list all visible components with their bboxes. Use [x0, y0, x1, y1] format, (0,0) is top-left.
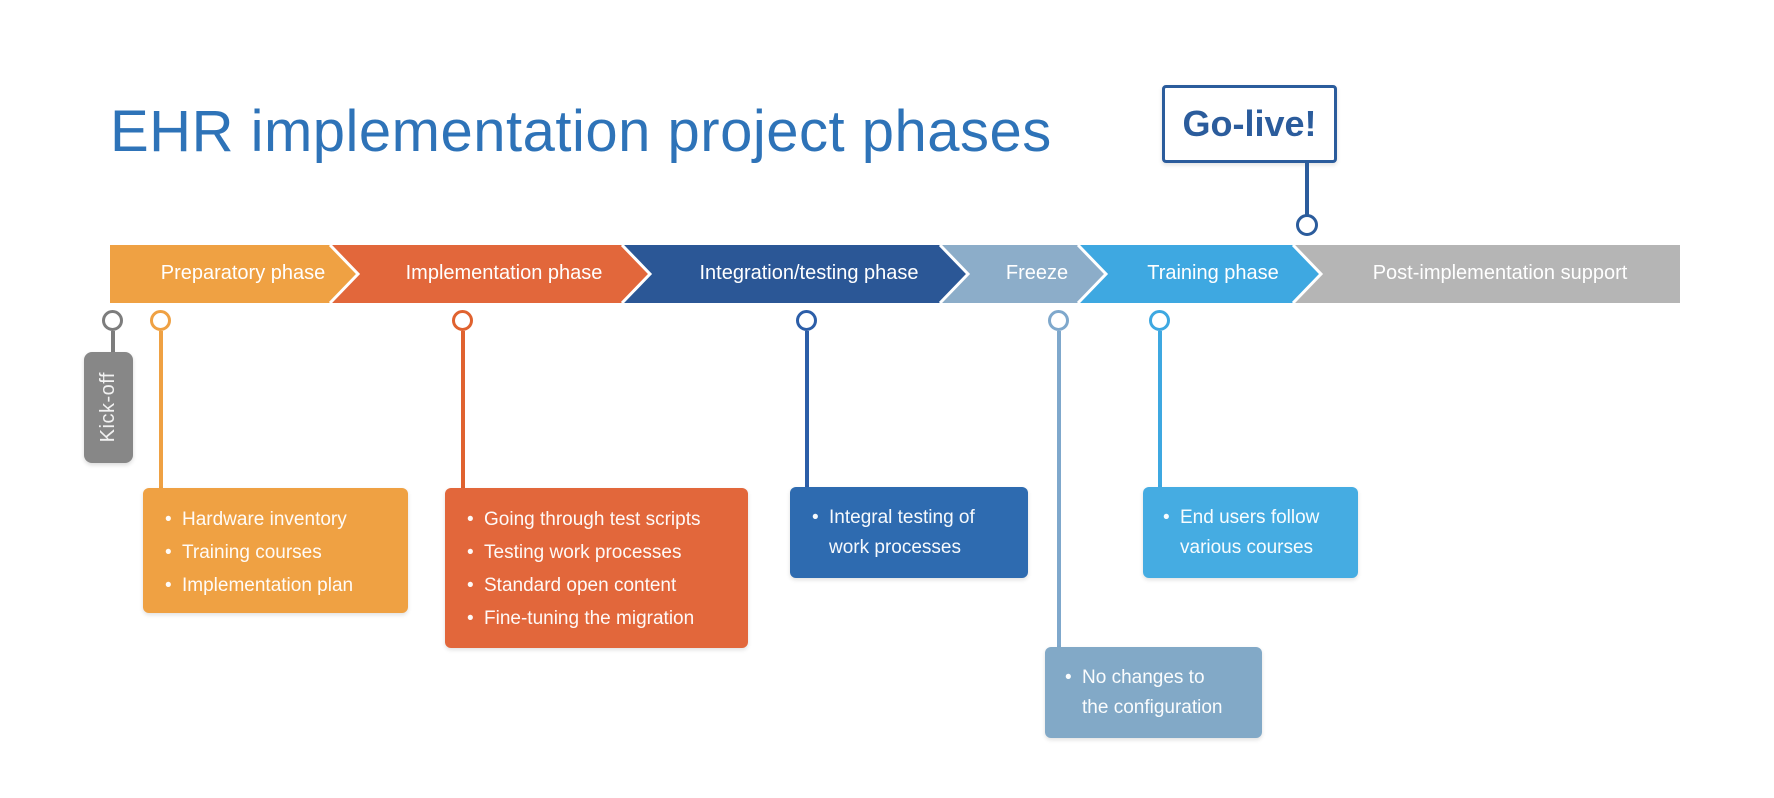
callout-list: Hardware inventory Training courses Impl…: [165, 503, 396, 602]
integration-connector-dot: [796, 310, 817, 331]
phase-shape-preparatory: [110, 245, 358, 303]
golive-label: Go-live!: [1182, 103, 1317, 144]
integration-connector-line: [805, 331, 809, 487]
phase-label-freeze: Freeze: [1005, 262, 1069, 284]
phase-shape-integration: [622, 245, 968, 303]
callout-item: End users follow various courses: [1163, 503, 1350, 563]
kickoff-connector-line: [111, 331, 115, 353]
training-connector-line: [1158, 331, 1162, 487]
phase-separator: [938, 245, 971, 303]
kickoff-connector-dot: [102, 310, 123, 331]
callout-item: Hardware inventory: [165, 503, 396, 536]
implementation-connector-dot: [452, 310, 473, 331]
callout-preparatory: Hardware inventory Training courses Impl…: [143, 488, 408, 613]
freeze-connector-line: [1057, 331, 1061, 647]
timeline-band: [110, 245, 1680, 303]
callout-integration: Integral testing of work processes: [790, 487, 1028, 578]
phase-label-post-implementation: Post-implementation support: [1372, 262, 1628, 284]
callout-list: Going through test scripts Testing work …: [467, 503, 738, 635]
phase-separator: [620, 245, 653, 303]
phase-shape-training: [1078, 245, 1321, 303]
implementation-connector-line: [461, 331, 465, 488]
golive-connector-dot: [1296, 214, 1318, 236]
phase-shape-freeze: [940, 245, 1106, 303]
freeze-connector-dot: [1048, 310, 1069, 331]
callout-list: No changes to the configuration: [1065, 663, 1254, 723]
phase-label-preparatory: Preparatory phase: [160, 262, 326, 284]
callout-item: Fine-tuning the migration: [467, 602, 738, 635]
phase-separator: [328, 245, 361, 303]
callout-training: End users follow various courses: [1143, 487, 1358, 578]
phase-label-implementation: Implementation phase: [405, 262, 603, 284]
phase-shape-implementation: [330, 245, 650, 303]
training-connector-dot: [1149, 310, 1170, 331]
phase-label-integration: Integration/testing phase: [699, 262, 919, 284]
callout-item: No changes to the configuration: [1065, 663, 1254, 723]
callout-item: Testing work processes: [467, 536, 738, 569]
callout-item: Standard open content: [467, 569, 738, 602]
page-title: EHR implementation project phases: [110, 99, 1052, 164]
golive-callout: Go-live!: [1162, 85, 1337, 163]
kickoff-label: Kick-off: [97, 372, 119, 443]
phase-label-training: Training phase: [1147, 262, 1279, 284]
callout-list: Integral testing of work processes: [812, 503, 1018, 563]
callout-item: Going through test scripts: [467, 503, 738, 536]
preparatory-connector-line: [159, 331, 163, 488]
preparatory-connector-dot: [150, 310, 171, 331]
phase-shape-post-implementation: [1293, 245, 1680, 303]
phase-separator: [1076, 245, 1109, 303]
callout-implementation: Going through test scripts Testing work …: [445, 488, 748, 648]
callout-item: Integral testing of work processes: [812, 503, 1018, 563]
callout-freeze: No changes to the configuration: [1045, 647, 1262, 738]
kickoff-tag: Kick-off: [84, 352, 133, 463]
callout-list: End users follow various courses: [1163, 503, 1350, 563]
phase-separator: [1291, 245, 1324, 303]
callout-item: Implementation plan: [165, 569, 396, 602]
callout-item: Training courses: [165, 536, 396, 569]
golive-connector-line: [1305, 163, 1309, 215]
